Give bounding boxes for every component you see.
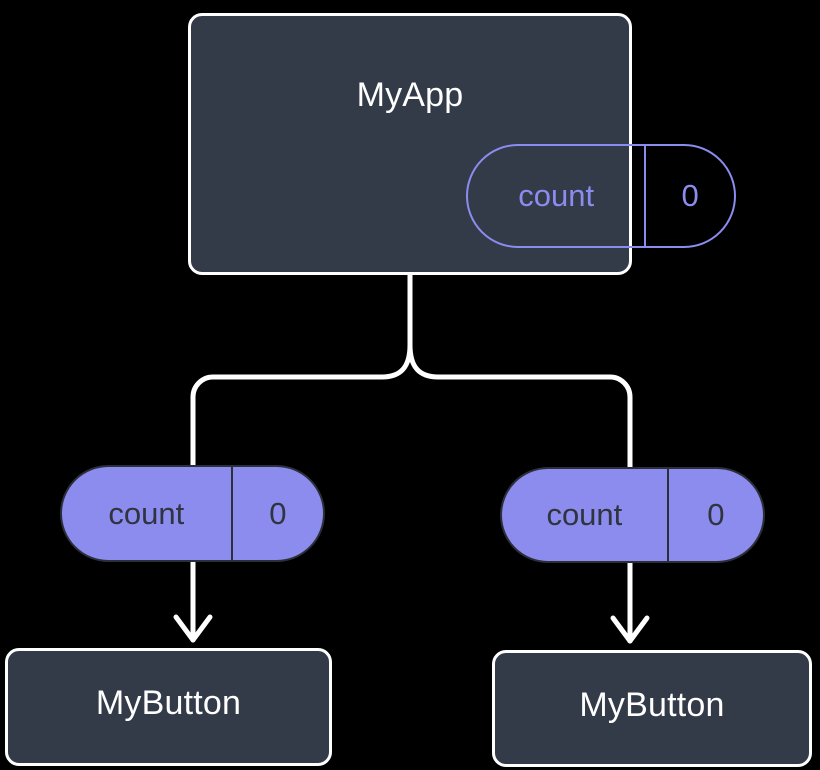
component-title-mybutton: MyButton [95,684,242,722]
component-node-mybutton-left[interactable]: MyButton [5,648,332,766]
state-pill-key: count [468,146,647,246]
component-node-mybutton-right[interactable]: MyButton [492,650,812,767]
prop-pill-value: 0 [269,495,287,531]
prop-pill-count-right[interactable]: count 0 [500,467,765,563]
state-pill-count[interactable]: count 0 [466,144,736,248]
edge-arrow-right-head [610,615,650,644]
prop-pill-count-left[interactable]: count 0 [60,465,325,562]
component-title-myapp: MyApp [356,76,464,114]
component-node-myapp[interactable]: MyApp count 0 [188,13,736,275]
component-title-mybutton: MyButton [579,686,725,724]
prop-pill-key: count [62,467,233,560]
prop-pill-key: count [502,469,669,561]
state-pill-value: 0 [681,178,699,213]
edge-arrow-left-head [173,614,213,643]
prop-pill-value: 0 [707,497,725,532]
